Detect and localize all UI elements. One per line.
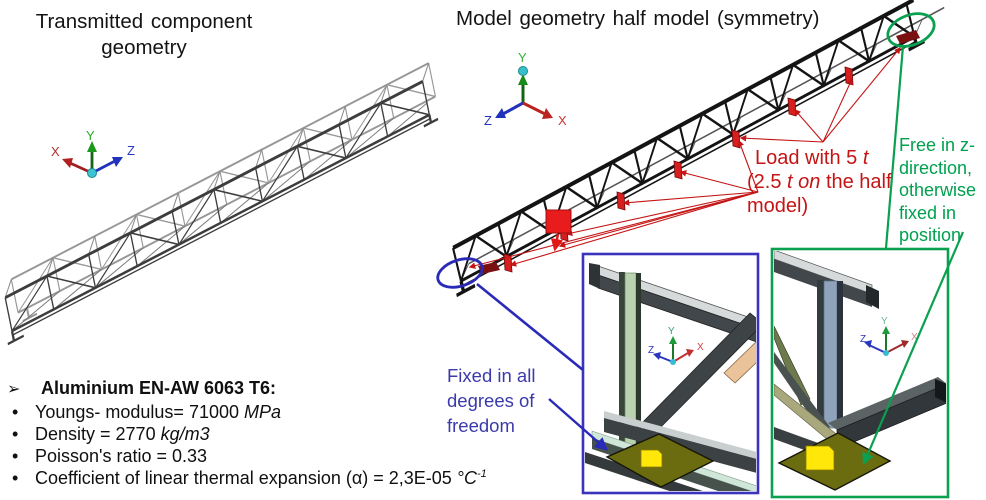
fixed-support-detail: Y Z X: [585, 263, 756, 491]
arrow-bullet-icon: ➢: [7, 381, 21, 398]
axis-z-label: Z: [484, 113, 492, 128]
axis-z-label: Z: [860, 334, 866, 345]
left-truss-top-lacing: [4, 63, 430, 298]
free-support-detail: Y Z X: [774, 251, 946, 491]
free-note-arrow: [862, 231, 965, 466]
free-annotation-line: fixed in: [899, 202, 957, 223]
material-item: Youngs- modulus= 71000 MPa: [35, 402, 282, 422]
axis-x-label: X: [51, 144, 60, 159]
right-support-pad: [896, 30, 920, 44]
axis-y-label: Y: [518, 50, 527, 65]
material-item-row: • Density = 2770 kg/m3: [4, 423, 544, 445]
material-item: Density = 2770 kg/m3: [35, 424, 210, 444]
fixed-note-arrow: [548, 398, 608, 451]
inset-axis-triad: Y Z X: [648, 326, 704, 365]
load-annotation-line2: (2.5 t on the half: [747, 171, 892, 193]
load-annotation-line3: model): [747, 195, 809, 217]
free-annotation: Free in z- direction, otherwise fixed in…: [899, 134, 976, 247]
axis-y-label: Y: [881, 316, 888, 327]
fixed-support-leader: [476, 282, 584, 372]
material-properties-list: ➢ Aluminium EN-AW 6063 T6: • Youngs- mod…: [4, 377, 544, 489]
material-item: Coefficient of linear thermal expansion …: [35, 468, 487, 488]
free-annotation-line: position: [899, 225, 962, 245]
axis-x-label: X: [558, 113, 567, 128]
dot-bullet-icon: •: [12, 446, 19, 466]
dot-bullet-icon: •: [12, 424, 19, 444]
dot-bullet-icon: •: [12, 402, 19, 422]
axis-z-label: Z: [648, 345, 654, 356]
left-truss: [4, 62, 439, 346]
material-header-row: ➢ Aluminium EN-AW 6063 T6:: [4, 377, 544, 401]
right-axis-triad: Y Z X: [484, 50, 567, 128]
free-annotation-line: otherwise: [899, 180, 977, 200]
material-item: Poisson's ratio = 0.33: [35, 446, 208, 466]
axis-z-label: Z: [127, 143, 135, 158]
material-item-row: • Coefficient of linear thermal expansio…: [4, 467, 544, 489]
free-support-leader: [884, 45, 905, 249]
support-plate-tag: [805, 445, 835, 471]
material-header: Aluminium EN-AW 6063 T6:: [41, 378, 277, 398]
material-item-row: • Youngs- modulus= 71000 MPa: [4, 401, 544, 423]
load-leader-lines: [468, 46, 901, 269]
fixed-annotation-line: Fixed in all: [447, 365, 536, 386]
left-title-line2: geometry: [101, 36, 187, 59]
fixed-annotation-line: degrees of: [447, 390, 535, 411]
axis-x-label: X: [911, 332, 918, 343]
axis-y-label: Y: [668, 326, 675, 337]
dot-bullet-icon: •: [12, 468, 19, 488]
load-symbol-square: [545, 209, 572, 234]
support-plate: [777, 432, 892, 491]
free-annotation-line: Free in z-: [899, 135, 976, 155]
free-support-ellipse: [886, 12, 936, 48]
left-axis-triad: Y X Z: [51, 128, 135, 178]
fixed-annotation-line: freedom: [447, 415, 515, 436]
fixed-support-ellipse: [436, 257, 484, 289]
left-title-line1: Transmitted component: [35, 10, 253, 33]
fixed-annotation: Fixed in all degrees of freedom: [447, 363, 535, 438]
load-annotation-line1: Load with 5 t: [755, 147, 869, 169]
load-annotation: Load with 5 t (2.5 t on the half model): [747, 146, 892, 218]
inset-axis-triad: Y Z X: [860, 316, 918, 356]
right-panel-title: Model geometry half model (symmetry): [456, 7, 820, 30]
left-support-pad: [478, 262, 500, 274]
support-plate-tag: [640, 449, 663, 468]
axis-x-label: X: [697, 342, 704, 353]
load-arrow: [550, 233, 564, 252]
free-annotation-line: direction,: [899, 157, 973, 178]
left-truss-front-wall: [4, 80, 439, 346]
left-truss-deck-lacing: [11, 102, 428, 332]
axis-y-label: Y: [86, 128, 95, 143]
left-panel-title: Transmitted component geometry: [22, 9, 266, 61]
material-item-row: • Poisson's ratio = 0.33: [4, 445, 544, 467]
